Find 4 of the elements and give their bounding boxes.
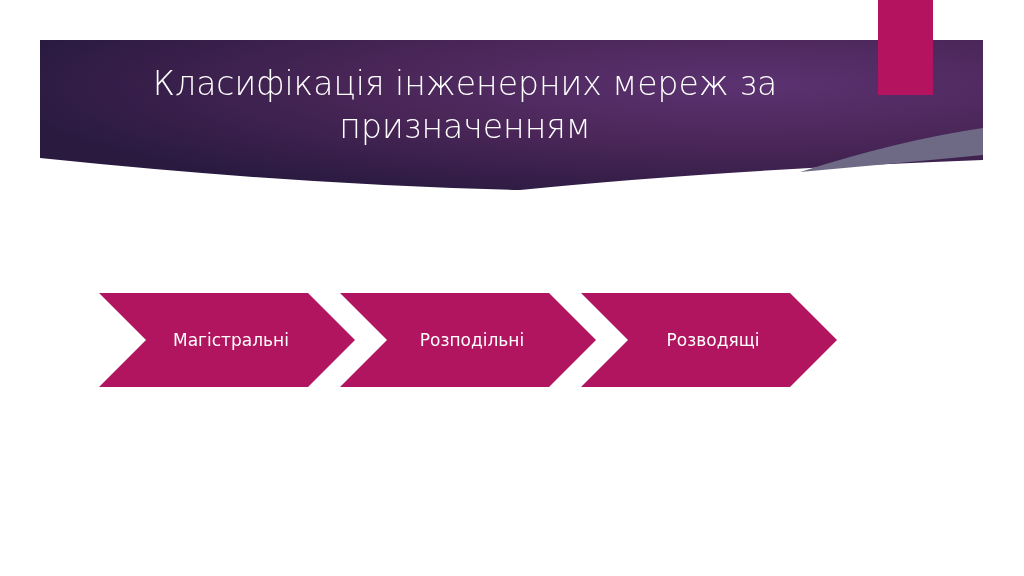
step-label: Магістральні — [172, 330, 289, 350]
step-label: Розводящі — [665, 330, 760, 350]
step-label: Розподільні — [418, 330, 525, 350]
slide-title: Класифікація інженерних мереж за призначенням — [151, 63, 779, 148]
